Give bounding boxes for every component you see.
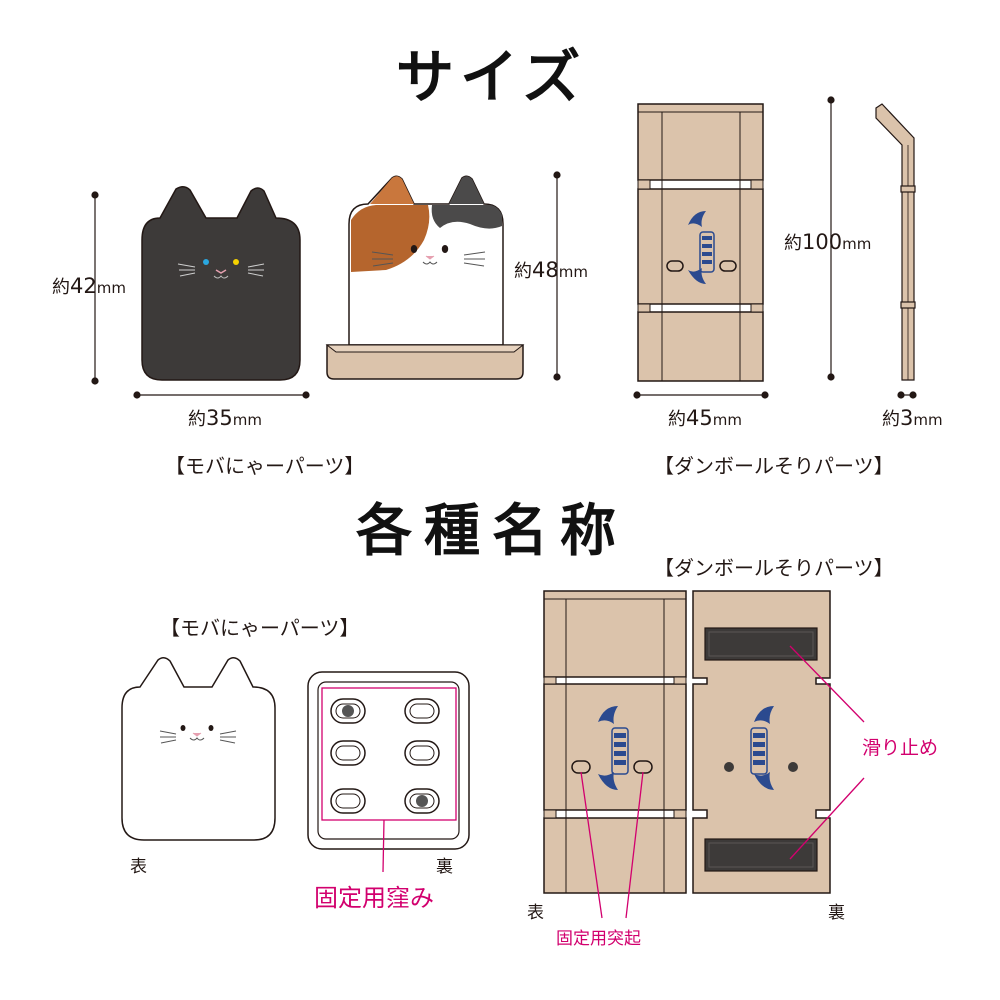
moba-back-label: 裏 [436, 857, 453, 877]
white-cat-front [121, 657, 276, 841]
stamp-logo-back [750, 706, 774, 790]
dimension-lines [91, 96, 917, 399]
cardboard-side-profile [875, 103, 916, 381]
moba-height-label: 約42mm [52, 274, 126, 298]
moba-front-label: 表 [130, 857, 147, 877]
cardboard-part-top [637, 103, 764, 382]
moba-width-label: 約35mm [188, 406, 262, 430]
moba-stand-height-label: 約48mm [514, 258, 588, 282]
stamp-logo-top [688, 211, 715, 284]
callout-lines [580, 645, 865, 919]
cardboard-parts-label: 【ダンボールそりパーツ】 [654, 454, 894, 478]
moba-parts-label: 【モバにゃーパーツ】 [165, 454, 365, 478]
cardboard-front-label: 表 [527, 903, 544, 923]
cardboard-width-label: 約45mm [668, 406, 742, 430]
calico-cat-part [325, 175, 525, 380]
black-cat-part [141, 186, 301, 381]
cardboard-height-label: 約100mm [784, 230, 872, 254]
stamp-logo-front [598, 706, 629, 790]
cardboard-thickness-label: 約3mm [882, 406, 943, 430]
names-cardboard-parts-label: 【ダンボールそりパーツ】 [654, 556, 894, 580]
moba-recess-label: 固定用窪み [314, 884, 434, 912]
size-title: サイズ [396, 43, 587, 111]
names-title: 各種名称 [356, 499, 628, 564]
cardboard-back-label: 裏 [828, 903, 845, 923]
fixing-protrusion-label: 固定用突起 [556, 929, 641, 949]
slip-stopper-label: 滑り止め [862, 737, 939, 759]
moba-back-plate [307, 671, 470, 873]
names-moba-parts-label: 【モバにゃーパーツ】 [160, 616, 360, 640]
